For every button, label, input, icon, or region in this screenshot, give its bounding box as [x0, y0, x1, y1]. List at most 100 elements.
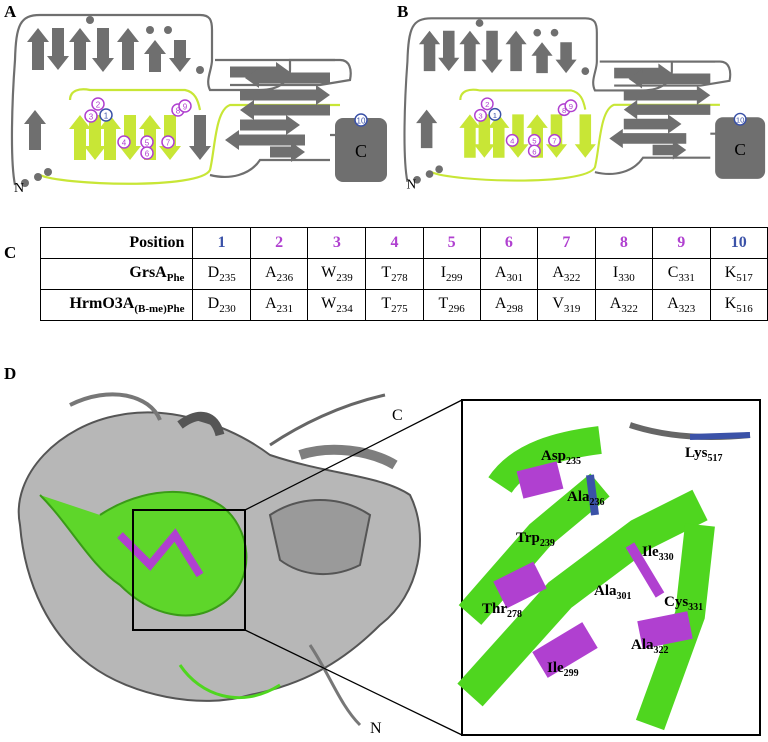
loop-dot	[164, 26, 172, 34]
row-label-hrmo3a: HrmO3A(B-me)Phe	[39, 289, 194, 321]
connecting-loop	[68, 88, 202, 111]
residue-cell: W239	[307, 258, 367, 290]
residue-cell: I299	[422, 258, 481, 290]
n-terminal-dot	[44, 168, 52, 176]
beta-strand	[459, 30, 481, 72]
beta-strand	[418, 30, 441, 72]
beta-strand	[225, 130, 305, 150]
position-marker	[474, 108, 487, 122]
beta-strand-lime	[507, 114, 529, 158]
position-marker	[527, 144, 541, 158]
protein-structure: C N	[17, 392, 761, 737]
c-domain-label: C	[355, 141, 367, 161]
beta-strand	[505, 30, 527, 72]
beta-strand	[240, 85, 330, 105]
zoom-box	[132, 509, 246, 631]
c-domain-box	[715, 117, 766, 179]
beta-strand	[270, 142, 305, 162]
position-marker	[161, 135, 175, 149]
position-marker-label: 10	[357, 117, 366, 126]
position-cell: 1	[192, 227, 251, 259]
position-marker	[140, 146, 154, 160]
position-cell: 9	[652, 227, 711, 259]
position-marker-label: 9	[569, 102, 573, 111]
position-marker	[548, 133, 562, 147]
loop-dot	[196, 66, 204, 74]
n-terminal-dot	[34, 173, 42, 181]
residue-label-asp235: Asp235	[541, 448, 582, 467]
position-marker-label: 1	[104, 112, 109, 121]
residue-cell: A322	[537, 258, 596, 290]
loop-dot	[475, 19, 484, 27]
position-marker-label: 3	[478, 112, 482, 121]
position-cell: 5	[422, 227, 481, 259]
residue-cell: A236	[249, 258, 309, 290]
connecting-loop	[39, 103, 340, 185]
connecting-loop	[430, 103, 720, 182]
beta-strand	[189, 115, 211, 160]
beta-strand	[416, 109, 438, 149]
beta-strand	[623, 100, 711, 120]
loop-dot	[581, 67, 590, 75]
position-marker	[505, 133, 519, 147]
residue-cell: C331	[652, 258, 711, 290]
position-marker	[99, 108, 113, 122]
beta-strand	[144, 40, 166, 72]
position-marker-label: 4	[122, 139, 127, 148]
panel-label-d: D	[4, 364, 17, 383]
residue-label-thr278: Thr278	[482, 601, 523, 620]
beta-strand	[169, 40, 191, 72]
position-marker	[91, 97, 105, 111]
c-terminus-label: C	[392, 407, 403, 424]
c-domain-label: C	[734, 140, 746, 159]
residue-label-ala236: Ala236	[567, 489, 605, 508]
beta-strand	[240, 115, 300, 135]
beta-strand	[623, 114, 682, 134]
beta-strand	[47, 28, 69, 70]
connecting-loop	[209, 158, 330, 178]
position-marker	[480, 97, 494, 111]
position-marker-label: 8	[176, 107, 181, 116]
loop-dot	[146, 26, 154, 34]
position-marker	[733, 112, 747, 126]
residue-cell: A322	[594, 289, 654, 321]
beta-strand	[609, 128, 687, 149]
position-marker-label: 4	[510, 137, 515, 146]
c-domain-box	[335, 118, 387, 182]
beta-strand	[531, 42, 553, 74]
position-marker-label: 10	[736, 116, 745, 125]
position-marker	[354, 113, 368, 127]
position-marker-label: 2	[96, 101, 101, 110]
position-cell: 6	[479, 227, 539, 259]
position-marker-label: 9	[183, 103, 188, 112]
residue-label-cys331: Cys331	[664, 594, 704, 613]
position-marker-label: 6	[145, 150, 150, 159]
residue-cell: W234	[307, 289, 367, 321]
connecting-loop	[215, 58, 352, 87]
residue-cell: I330	[594, 258, 654, 290]
position-cell: 8	[594, 227, 654, 259]
n-terminus-label: N	[14, 181, 24, 196]
residue-label-ala301: Ala301	[594, 583, 632, 602]
position-marker-label: 8	[562, 106, 566, 115]
loop-dot	[86, 16, 94, 24]
residue-cell: V319	[537, 289, 596, 321]
position-marker-label: 7	[166, 139, 171, 148]
panel-label-c: C	[4, 243, 17, 262]
position-cell: 4	[365, 227, 424, 259]
beta-strand	[438, 30, 460, 72]
position-marker-label: 3	[89, 113, 94, 122]
position-marker-label: 1	[493, 111, 497, 120]
position-marker	[84, 109, 98, 123]
position-cell: 3	[307, 227, 367, 259]
loop-dot	[550, 28, 559, 37]
beta-strand-lime	[119, 115, 141, 160]
beta-strand-lime	[488, 114, 510, 158]
residue-cell: T278	[365, 258, 424, 290]
n-terminus-label: N	[406, 176, 416, 191]
connecting-loop	[403, 17, 716, 182]
residue-cell: K517	[709, 258, 768, 290]
